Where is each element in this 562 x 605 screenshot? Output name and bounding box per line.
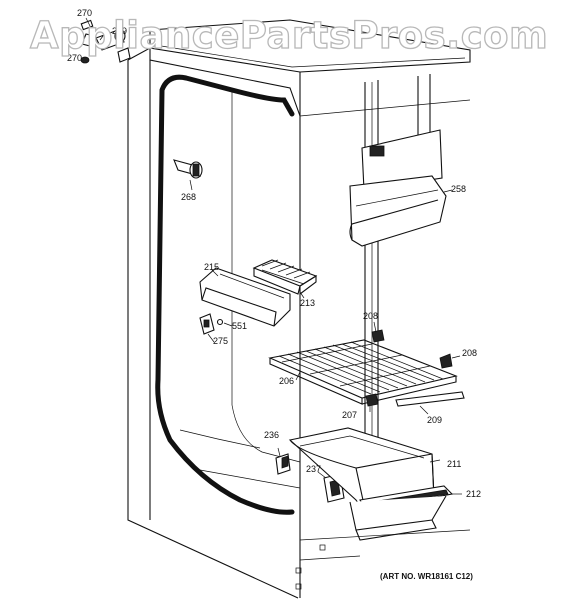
wire-shelf-206 (268, 339, 458, 405)
callout-215: 215 (204, 262, 219, 272)
shelf-trim-209 (395, 391, 465, 415)
control-knob-268 (173, 159, 203, 191)
callout-551: 551 (232, 321, 247, 331)
callout-213: 213 (300, 298, 315, 308)
egg-tray-213 (252, 259, 318, 299)
liner-gasket (155, 74, 295, 515)
control-housing-258 (349, 129, 453, 247)
callout-208-right: 208 (462, 348, 477, 358)
art-number-label: (ART NO. WR18161 C12) (380, 572, 473, 581)
callout-270-top: 270 (77, 8, 92, 18)
bracket-clip-551 (199, 313, 233, 343)
callout-labels: 270 269 270 268 258 215 213 551 275 208 … (67, 8, 481, 499)
interior-walls (179, 92, 471, 590)
shelf-support-208-left (371, 321, 385, 343)
callout-268: 268 (181, 192, 196, 202)
shelf-support-208-right (439, 353, 461, 369)
callout-258: 258 (451, 184, 466, 194)
drawer-front-212 (349, 485, 462, 541)
callout-270-bottom: 270 (67, 53, 82, 63)
butter-bin-215 (199, 267, 291, 327)
callout-275: 275 (213, 336, 228, 346)
drawer-slide-236 (275, 447, 291, 475)
callout-206: 206 (279, 376, 294, 386)
hinge-pin-assembly (80, 17, 131, 64)
callout-207: 207 (342, 410, 357, 420)
callout-209: 209 (427, 415, 442, 425)
shelf-clip-207 (365, 393, 379, 412)
callout-211: 211 (447, 459, 461, 469)
callout-236: 236 (264, 430, 279, 440)
callout-269: 269 (112, 26, 127, 36)
site-watermark: AppliancePartsPros.com (29, 13, 549, 57)
callout-208-left: 208 (363, 311, 378, 321)
callout-212: 212 (466, 489, 481, 499)
callout-237: 237 (306, 464, 321, 474)
